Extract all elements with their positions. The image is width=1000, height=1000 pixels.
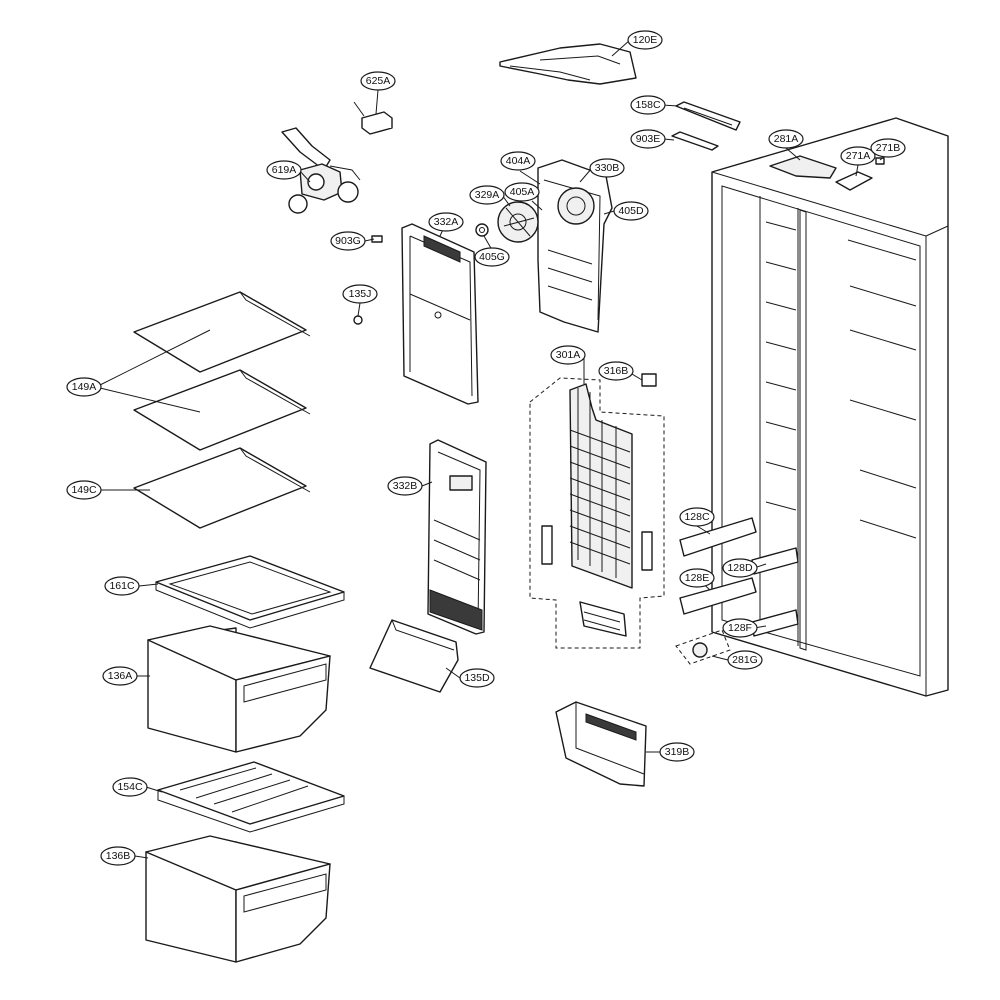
svg-text:135J: 135J bbox=[349, 288, 372, 300]
svg-text:136A: 136A bbox=[108, 670, 133, 682]
svg-text:128C: 128C bbox=[684, 511, 710, 523]
svg-text:271A: 271A bbox=[846, 150, 871, 162]
part-903e-pad bbox=[671, 131, 719, 151]
part-271a-hinge bbox=[835, 171, 873, 191]
svg-text:149C: 149C bbox=[71, 484, 97, 496]
part-332a-cover-panel bbox=[401, 223, 479, 405]
svg-text:332A: 332A bbox=[434, 216, 459, 228]
svg-text:404A: 404A bbox=[506, 155, 531, 167]
part-135j-cap bbox=[353, 315, 363, 325]
svg-text:135D: 135D bbox=[464, 672, 490, 684]
callout-903e: 903E bbox=[630, 129, 666, 149]
callout-128f: 128F bbox=[722, 618, 758, 638]
callout-625a: 625A bbox=[360, 71, 396, 91]
callout-619a: 619A bbox=[266, 160, 302, 180]
svg-text:903E: 903E bbox=[636, 133, 661, 145]
callout-136b: 136B bbox=[100, 846, 136, 866]
svg-text:319B: 319B bbox=[665, 746, 690, 758]
svg-text:301A: 301A bbox=[556, 349, 581, 361]
svg-text:405G: 405G bbox=[479, 251, 505, 263]
svg-text:128D: 128D bbox=[727, 562, 753, 574]
part-301a-evaporator bbox=[529, 377, 665, 649]
part-cabinet bbox=[711, 117, 949, 697]
svg-text:136B: 136B bbox=[106, 850, 131, 862]
part-149a-shelf-upper bbox=[133, 291, 311, 373]
callout-903g: 903G bbox=[330, 231, 366, 251]
part-120e-duct-cover bbox=[499, 43, 637, 85]
svg-text:316B: 316B bbox=[604, 365, 629, 377]
part-332b-duct-panel bbox=[427, 439, 487, 635]
svg-text:128F: 128F bbox=[728, 622, 752, 634]
callout-158c: 158C bbox=[630, 95, 666, 115]
part-625a-bracket bbox=[353, 101, 393, 135]
svg-text:619A: 619A bbox=[272, 164, 297, 176]
svg-text:405A: 405A bbox=[510, 186, 535, 198]
svg-text:149A: 149A bbox=[72, 381, 97, 393]
svg-text:161C: 161C bbox=[109, 580, 135, 592]
callout-301a: 301A bbox=[550, 345, 586, 365]
callout-332a: 332A bbox=[428, 212, 464, 232]
svg-text:128E: 128E bbox=[685, 572, 710, 584]
svg-text:330B: 330B bbox=[595, 162, 620, 174]
svg-text:281A: 281A bbox=[774, 133, 799, 145]
part-316b-block bbox=[641, 373, 657, 387]
callout-271a: 271A bbox=[840, 146, 876, 166]
svg-text:903G: 903G bbox=[335, 235, 361, 247]
callout-149a: 149A bbox=[66, 377, 102, 397]
svg-text:329A: 329A bbox=[475, 189, 500, 201]
callout-136a: 136A bbox=[102, 666, 138, 686]
svg-text:154C: 154C bbox=[117, 781, 143, 793]
callout-405g: 405G bbox=[474, 247, 510, 267]
svg-text:158C: 158C bbox=[635, 99, 661, 111]
callout-135d: 135D bbox=[459, 668, 495, 688]
part-136a-crisper-drawer bbox=[147, 625, 331, 753]
part-619a-water-valve bbox=[281, 127, 361, 214]
callout-154c: 154C bbox=[112, 777, 148, 797]
callout-281g: 281G bbox=[727, 650, 763, 670]
callout-405d: 405D bbox=[613, 201, 649, 221]
svg-text:625A: 625A bbox=[366, 75, 391, 87]
callout-404a: 404A bbox=[500, 151, 536, 171]
part-161c-crisper-cover bbox=[155, 555, 345, 629]
callout-128d: 128D bbox=[722, 558, 758, 578]
part-135d-tray bbox=[369, 619, 459, 693]
part-149a-shelf-middle bbox=[133, 369, 311, 451]
callout-332b: 332B bbox=[387, 476, 423, 496]
callout-330b: 330B bbox=[589, 158, 625, 178]
callout-316b: 316B bbox=[598, 361, 634, 381]
callout-128e: 128E bbox=[679, 568, 715, 588]
part-158c-strip bbox=[675, 101, 741, 131]
callout-161c: 161C bbox=[104, 576, 140, 596]
part-281g-bracket bbox=[675, 629, 731, 665]
callout-149c: 149C bbox=[66, 480, 102, 500]
svg-text:405D: 405D bbox=[618, 205, 644, 217]
part-271b-screw bbox=[875, 157, 885, 165]
svg-text:120E: 120E bbox=[633, 34, 658, 46]
part-329a-fan bbox=[497, 201, 539, 243]
part-154c-rack bbox=[157, 761, 345, 833]
part-281a-cover bbox=[769, 155, 837, 179]
part-319b-duct bbox=[555, 701, 647, 787]
part-149c-shelf-lower bbox=[133, 447, 311, 529]
callout-120e: 120E bbox=[627, 30, 663, 50]
callout-329a: 329A bbox=[469, 185, 505, 205]
callout-405a: 405A bbox=[504, 182, 540, 202]
callout-281a: 281A bbox=[768, 129, 804, 149]
callout-135j: 135J bbox=[342, 284, 378, 304]
part-330b-icemaker-housing bbox=[537, 159, 613, 333]
svg-text:271B: 271B bbox=[876, 142, 901, 154]
callout-128c: 128C bbox=[679, 507, 715, 527]
part-136b-crisper-drawer bbox=[145, 835, 331, 963]
part-128c-rail bbox=[679, 517, 757, 557]
part-405g-grommet bbox=[475, 223, 489, 237]
callout-271b: 271B bbox=[870, 138, 906, 158]
svg-text:281G: 281G bbox=[732, 654, 758, 666]
svg-text:332B: 332B bbox=[393, 480, 418, 492]
callout-319b: 319B bbox=[659, 742, 695, 762]
part-128e-rail bbox=[679, 577, 757, 615]
